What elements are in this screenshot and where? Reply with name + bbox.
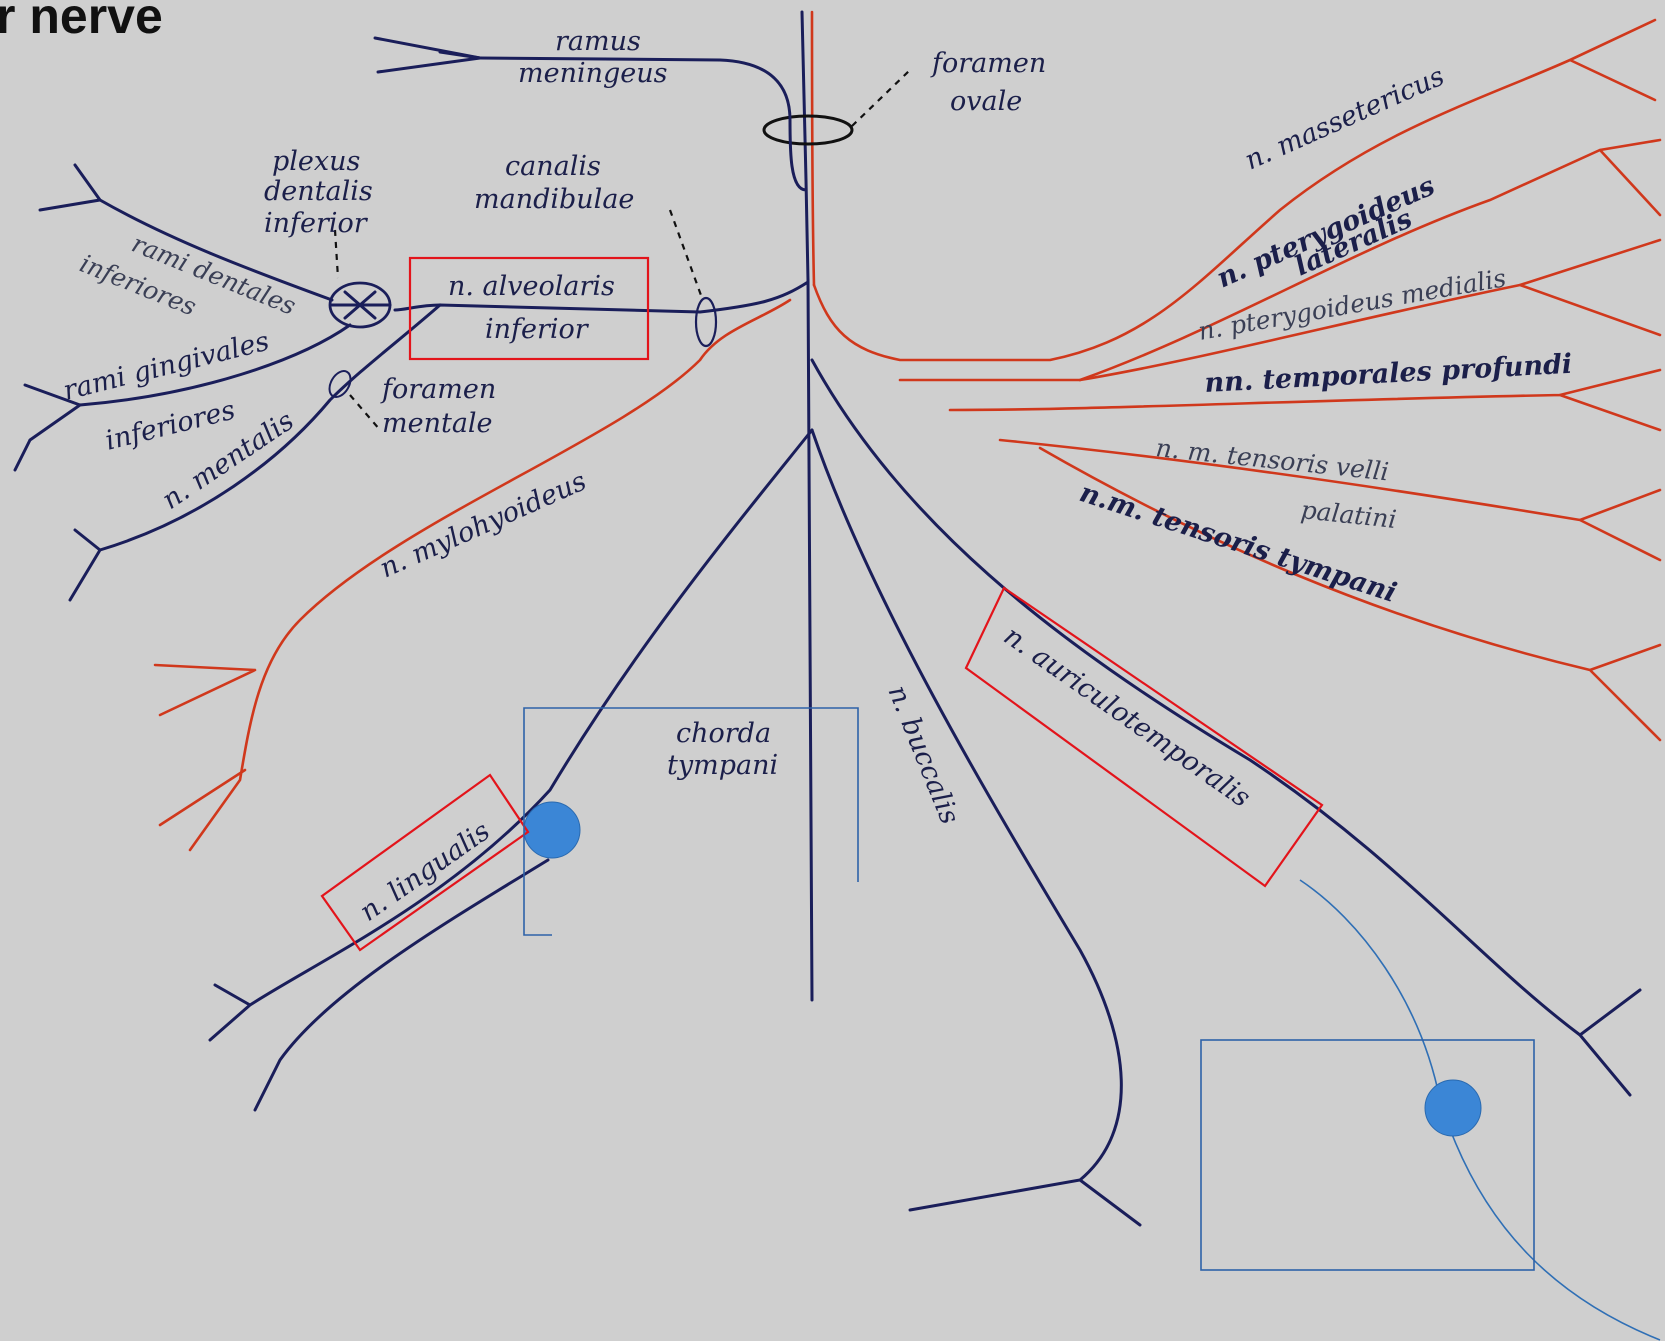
foramen-ovale-ring	[762, 114, 854, 146]
ramus-meningeus-nerve	[373, 36, 808, 192]
page-title: r nerve	[0, 0, 163, 44]
chorda-tympani-frame	[523, 707, 859, 936]
label-canalis-mandibulae: canalis mandibulae	[474, 151, 634, 215]
svg-text:canalis: canalis	[505, 151, 601, 182]
label-chorda-tympani: chorda tympani	[667, 718, 778, 781]
svg-text:n. m. tensoris velli: n. m. tensoris velli	[1154, 433, 1390, 486]
label-n-m-tensoris-tympani: n.m. tensoris tympani	[1076, 477, 1400, 609]
label-n-massetericus: n. massetericus	[1240, 61, 1449, 177]
otic-ganglion	[1424, 1079, 1482, 1137]
svg-text:foramen: foramen	[380, 374, 496, 405]
label-n-mylohyoideus: n. mylohyoideus	[375, 466, 591, 585]
svg-text:dentalis: dentalis	[264, 176, 373, 207]
svg-text:n. alveolaris: n. alveolaris	[448, 271, 615, 302]
otic-ganglion-frame	[1200, 1039, 1535, 1271]
label-ramus-meningeus: ramus meningeus	[518, 26, 668, 89]
label-foramen-mentale: foramen mentale	[380, 374, 496, 439]
highlight-alveolaris-inferior	[408, 256, 650, 361]
svg-text:mentale: mentale	[382, 408, 493, 439]
svg-text:foramen: foramen	[930, 48, 1046, 79]
svg-text:chorda: chorda	[676, 718, 771, 749]
motor-branches	[812, 18, 1662, 742]
lingual-nerve	[208, 428, 814, 1112]
main-trunk	[800, 10, 816, 1002]
svg-text:inferior: inferior	[264, 208, 369, 239]
label-nn-temporales-profundi: nn. temporales profundi	[1204, 349, 1573, 399]
label-n-lingualis: n. lingualis	[354, 816, 496, 928]
highlight-lingualis	[320, 773, 530, 952]
svg-text:palatini: palatini	[1299, 495, 1397, 534]
label-plexus-dentalis-inferior: plexus dentalis inferior	[264, 146, 373, 239]
svg-text:mandibulae: mandibulae	[474, 184, 634, 215]
svg-text:inferior: inferior	[485, 314, 590, 345]
auriculotemporal-nerve	[810, 358, 1661, 1341]
highlight-auriculotemporalis	[964, 586, 1324, 888]
label-n-pterygoideus-lateralis: n. pterygoideus lateralis	[1212, 171, 1439, 295]
submandibular-ganglion	[523, 801, 581, 859]
label-foramen-ovale: foramen ovale	[930, 48, 1046, 117]
svg-text:ovale: ovale	[950, 86, 1022, 117]
inferior-alveolar-nerve	[13, 163, 810, 602]
label-n-alveolaris-inferior: n. alveolaris inferior	[448, 271, 615, 345]
svg-text:tympani: tympani	[667, 750, 778, 781]
svg-text:meningeus: meningeus	[518, 58, 668, 89]
mylohyoideus-nerve	[153, 298, 792, 852]
buccal-nerve	[810, 428, 1142, 1227]
foramen-ovale-leader	[851, 69, 911, 127]
svg-text:ramus: ramus	[555, 26, 641, 57]
label-n-buccalis: n. buccalis	[882, 681, 966, 829]
label-inferiores-gingivales: inferiores	[102, 395, 238, 457]
svg-text:plexus: plexus	[272, 146, 360, 177]
